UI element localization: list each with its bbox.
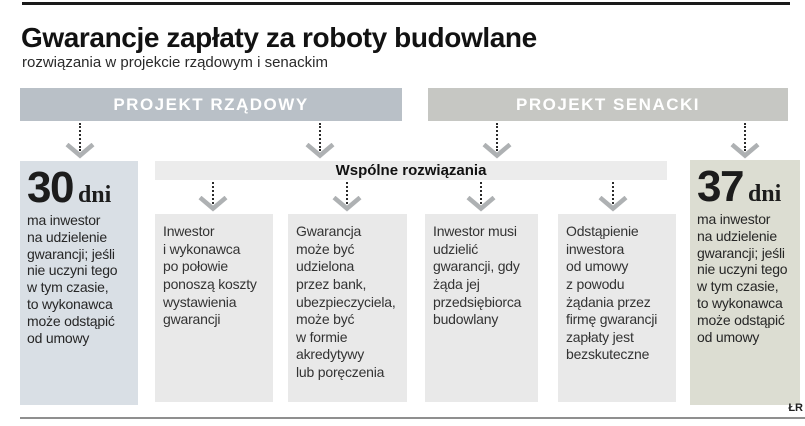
arrow-down-icon <box>729 123 761 159</box>
chevron-down-icon <box>198 196 228 212</box>
track-bar-government-label: PROJEKT RZĄDOWY <box>113 94 309 114</box>
common-solution-column: Gwarancja może być udzielona przez bank,… <box>288 214 407 402</box>
top-rule <box>22 2 790 5</box>
deadline-box-government: 30 dni ma inwestor na udzielenie gwaranc… <box>20 161 138 405</box>
deadline-box-senate: 37 dni ma inwestor na udzielenie gwaranc… <box>690 160 800 405</box>
common-solution-column: Inwestor musi udzielić gwarancji, gdy żą… <box>425 214 538 402</box>
common-solution-column: Inwestor i wykonawca po połowie ponoszą … <box>155 214 273 402</box>
deadline-senate-description: ma inwestor na udzielenie gwarancji; jeś… <box>697 211 788 345</box>
arrow-down-icon <box>304 123 336 159</box>
track-bar-government: PROJEKT RZĄDOWY <box>20 88 402 121</box>
dotted-line <box>496 123 498 151</box>
track-bar-senate: PROJEKT SENACKI <box>428 88 788 121</box>
deadline-government-description: ma inwestor na udzielenie gwarancji; jeś… <box>27 212 118 346</box>
arrow-down-icon <box>331 182 363 212</box>
arrow-down-icon <box>465 182 497 212</box>
arrow-down-icon <box>597 182 629 212</box>
page-subtitle: rozwiązania w projekcie rządowym i senac… <box>22 54 328 71</box>
common-solution-column: Odstąpienie inwestora od umowy z powodu … <box>558 214 676 402</box>
arrow-down-icon <box>481 123 513 159</box>
dotted-line <box>744 123 746 151</box>
chevron-down-icon <box>482 143 512 159</box>
common-solutions-label: Wspólne rozwiązania <box>335 162 487 179</box>
chevron-down-icon <box>305 143 335 159</box>
chevron-down-icon <box>730 143 760 159</box>
chevron-down-icon <box>598 196 628 212</box>
dotted-line <box>212 182 214 204</box>
track-bar-senate-label: PROJEKT SENACKI <box>515 94 701 114</box>
deadline-senate-unit: dni <box>747 181 782 207</box>
chevron-down-icon <box>332 196 362 212</box>
deadline-senate-number: 37 <box>697 162 744 211</box>
bottom-rule <box>20 417 805 419</box>
deadline-government-number: 30 <box>27 163 74 212</box>
common-solutions-bar: Wspólne rozwiązania <box>155 161 667 180</box>
author-credit: ŁR <box>788 402 803 414</box>
deadline-government-unit: dni <box>77 182 112 208</box>
arrow-down-icon <box>197 182 229 212</box>
chevron-down-icon <box>65 143 95 159</box>
dotted-line <box>79 123 81 151</box>
arrow-down-icon <box>64 123 96 159</box>
dotted-line <box>480 182 482 204</box>
dotted-line <box>319 123 321 151</box>
dotted-line <box>612 182 614 204</box>
dotted-line <box>346 182 348 204</box>
chevron-down-icon <box>466 196 496 212</box>
page-title: Gwarancje zapłaty za roboty budowlane <box>21 22 537 53</box>
